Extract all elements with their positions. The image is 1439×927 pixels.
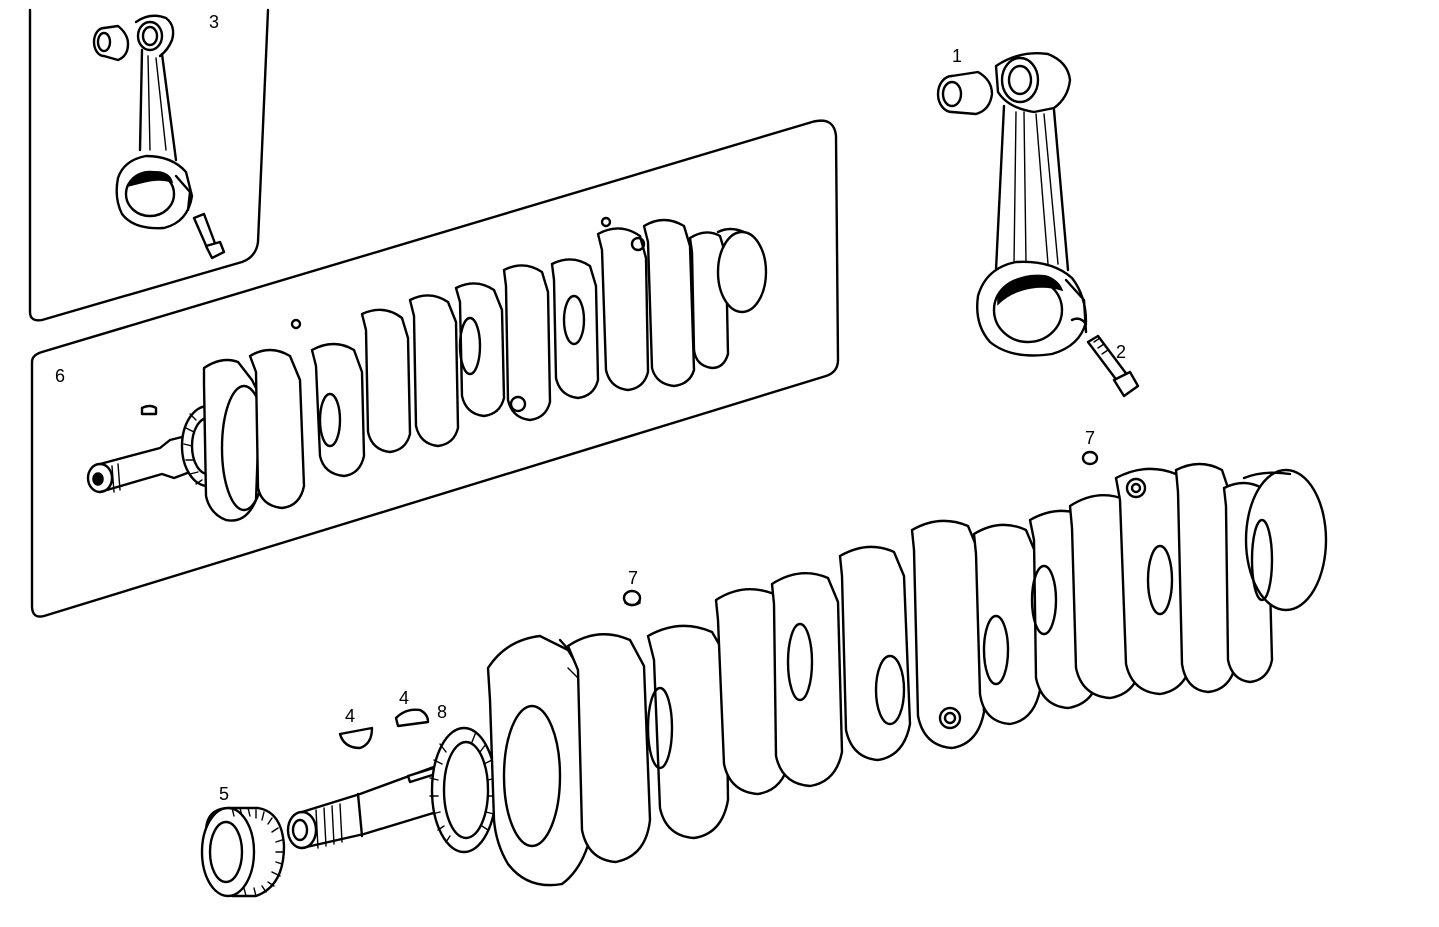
connecting-rod-small bbox=[92, 14, 226, 260]
callout-2: 2 bbox=[1116, 342, 1126, 362]
gear-5 bbox=[200, 806, 286, 898]
key-4-right bbox=[394, 708, 430, 728]
bolt-2 bbox=[1086, 334, 1140, 398]
plug-7-upper bbox=[1081, 450, 1099, 466]
callout-6: 6 bbox=[55, 366, 65, 386]
bushing-1 bbox=[936, 70, 994, 116]
callout-3: 3 bbox=[209, 12, 219, 32]
callout-8: 8 bbox=[437, 702, 447, 722]
callout-5: 5 bbox=[219, 784, 229, 804]
callout-4-left: 4 bbox=[345, 706, 355, 726]
inset-box-variant-3 bbox=[28, 8, 270, 322]
callout-7-lower: 7 bbox=[628, 568, 638, 588]
callout-1: 1 bbox=[952, 46, 962, 66]
crankshaft-main bbox=[286, 462, 1328, 887]
plug-7-lower bbox=[622, 589, 642, 607]
callout-7-upper: 7 bbox=[1085, 428, 1095, 448]
callout-4-right: 4 bbox=[399, 688, 409, 708]
connecting-rod-large bbox=[976, 52, 1088, 357]
inset-box-variant-6 bbox=[30, 119, 840, 618]
crankshaft-small bbox=[86, 216, 768, 522]
key-4-left bbox=[338, 726, 374, 750]
